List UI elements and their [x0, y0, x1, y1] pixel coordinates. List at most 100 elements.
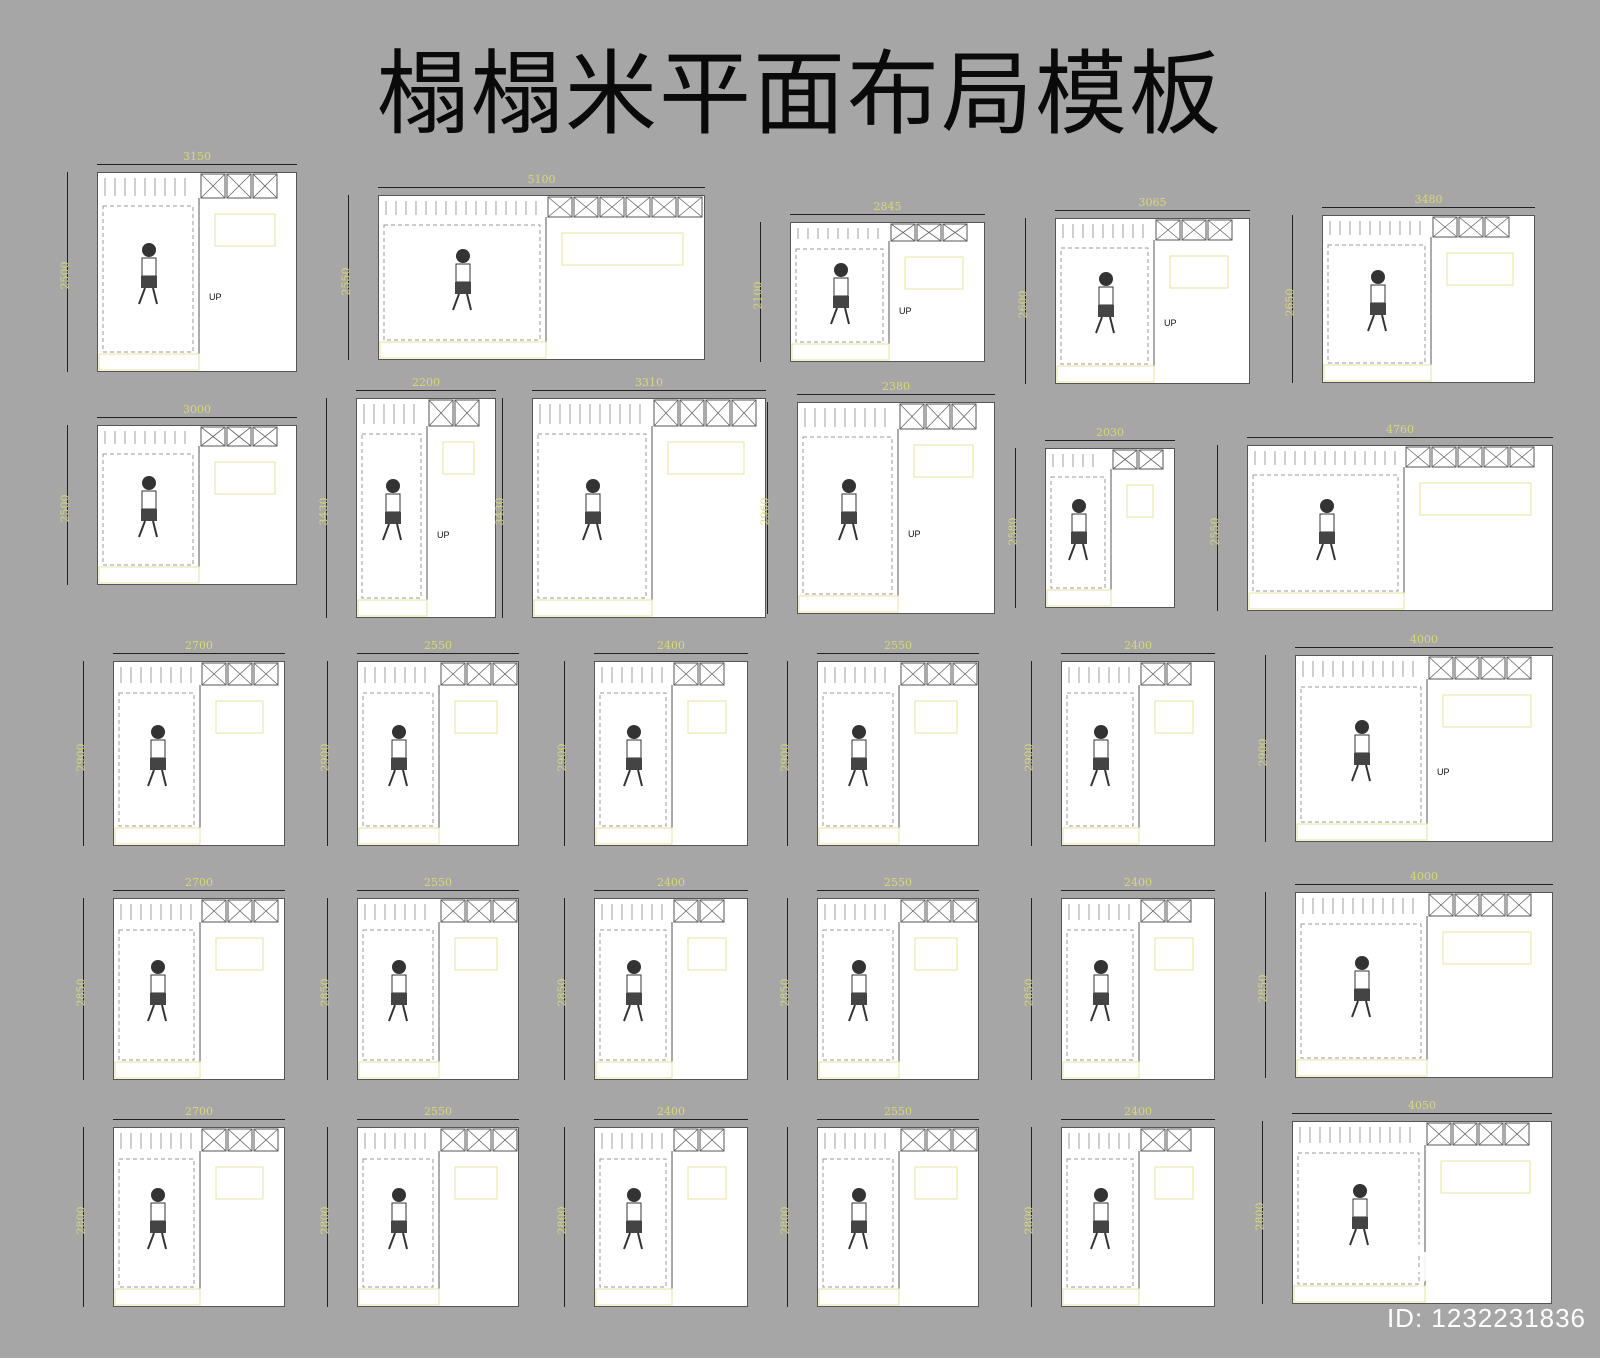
plan-drawing	[818, 662, 978, 845]
floor-plan	[1295, 892, 1553, 1078]
cabinet	[699, 899, 725, 923]
person-head	[1099, 272, 1113, 286]
person-body	[626, 1202, 642, 1222]
cabinet-cross	[1480, 656, 1506, 680]
cabinet	[951, 403, 977, 430]
cabinet	[252, 173, 278, 199]
tatami-bed	[822, 929, 894, 1061]
tatami-bed	[362, 1158, 434, 1288]
cabinet	[952, 662, 978, 686]
dimension-height-label: 2900	[778, 743, 792, 771]
drawer-strip	[358, 827, 440, 845]
drawer-strip	[818, 1061, 900, 1079]
plan-drawing	[358, 899, 518, 1079]
cabinet	[900, 662, 926, 686]
cabinet-cross	[653, 399, 679, 427]
cabinet-cross	[1207, 219, 1233, 241]
person-body	[851, 974, 867, 994]
tatami-table	[561, 232, 684, 266]
person-shorts	[851, 1221, 867, 1233]
plan-room-outline	[1061, 898, 1215, 1080]
person-shorts	[385, 512, 401, 524]
cabinet	[492, 662, 518, 686]
person-leg	[1109, 316, 1115, 334]
plan-room-outline	[113, 898, 285, 1080]
person-body	[626, 739, 642, 759]
person-body	[391, 1202, 407, 1222]
cabinet	[1166, 899, 1192, 923]
dimension-width-label: 2550	[424, 639, 452, 652]
plan-room-outline	[113, 1127, 285, 1307]
cabinet-cross	[227, 1128, 253, 1152]
person-leg	[1349, 1228, 1357, 1246]
person-shorts	[1093, 1221, 1109, 1233]
person-body	[1093, 974, 1109, 994]
plan-room-outline	[817, 898, 979, 1080]
cabinet-cross	[1506, 893, 1532, 917]
floor-plan	[357, 898, 519, 1080]
floor-plan	[378, 195, 705, 360]
cabinet	[705, 399, 731, 427]
cabinet-cross	[673, 1128, 699, 1152]
plan-drawing	[1296, 893, 1532, 1077]
cabinet-cross	[200, 426, 226, 447]
tatami-bed	[822, 692, 894, 827]
cabinet	[1428, 893, 1454, 917]
cabinet-cross	[253, 662, 279, 686]
drawer-strip	[1296, 1059, 1428, 1077]
dimension-width-label: 2400	[1124, 1105, 1152, 1118]
dimension-line-left	[1217, 445, 1218, 611]
person-shorts	[150, 758, 166, 770]
drawer-strip	[595, 827, 673, 845]
dimension-line-top	[113, 1119, 285, 1120]
dimension-line-top	[594, 1119, 748, 1120]
dimension-height-label: 2900	[74, 743, 88, 771]
drawer-strip	[358, 1288, 440, 1306]
cabinet	[916, 223, 942, 242]
person-shorts	[1071, 532, 1087, 544]
cabinet	[1454, 656, 1480, 680]
cabinet-cross	[1432, 216, 1458, 238]
drawer-strip	[114, 1288, 201, 1306]
dimension-line-left	[502, 398, 503, 618]
cabinet	[253, 1128, 279, 1152]
person-leg	[1090, 769, 1098, 787]
cabinet-cross	[900, 899, 926, 923]
tatami-bed	[599, 1158, 667, 1288]
person-leg	[1351, 764, 1359, 782]
cabinet	[625, 196, 651, 218]
person-leg	[466, 293, 472, 311]
person-leg	[637, 1004, 643, 1022]
cabinet	[926, 899, 952, 923]
plan-drawing	[1062, 899, 1194, 1079]
person-leg	[452, 293, 460, 311]
person-leg	[147, 1232, 155, 1250]
cabinet	[1431, 446, 1457, 468]
floor-plan	[356, 398, 496, 618]
dimension-line-top	[594, 890, 748, 891]
drawer-strip	[379, 341, 547, 359]
cabinet	[1428, 656, 1454, 680]
drawer-strip	[98, 566, 200, 584]
person-shorts	[1354, 753, 1370, 765]
dimension-height-label: 2800	[318, 1206, 332, 1235]
cabinet-cross	[200, 173, 226, 199]
cabinet-cross	[253, 899, 279, 923]
person-leg	[1367, 314, 1375, 332]
plan-room-outline	[357, 661, 519, 846]
tatami-table	[687, 1166, 727, 1200]
person-shorts	[455, 282, 471, 294]
cabinet-cross	[1504, 1122, 1530, 1146]
dimension-height-label: 2550	[1208, 517, 1222, 546]
tatami-table	[1446, 252, 1514, 286]
person-leg	[138, 287, 146, 305]
dimension-line-left	[787, 898, 788, 1080]
dimension-width-label: 4000	[1410, 633, 1438, 646]
dimension-height-label: 2580	[1006, 517, 1020, 546]
dimension-height-label: 2800	[74, 1206, 88, 1235]
cabinet	[1454, 893, 1480, 917]
plan-drawing	[114, 662, 279, 845]
cabinet-cross	[890, 223, 916, 242]
dimension-line-left	[1262, 1121, 1263, 1304]
person-leg	[1351, 1000, 1359, 1018]
